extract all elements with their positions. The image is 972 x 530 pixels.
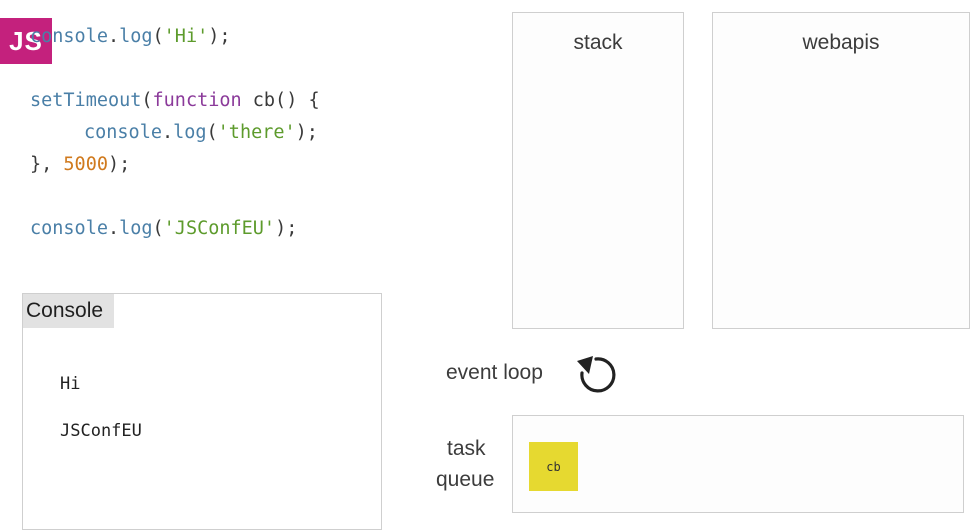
code-line-2: setTimeout(function cb() { (30, 90, 320, 111)
event-loop-label: event loop (446, 361, 543, 384)
code-token-object: console (84, 122, 162, 143)
code-token-keyword: function (152, 90, 242, 111)
task-queue-item: cb (529, 442, 578, 491)
task-queue-panel (512, 415, 964, 513)
stack-title: stack (573, 31, 623, 54)
code-token-method: log (119, 218, 153, 239)
code-line-5: console.log('JSConfEU'); (30, 218, 297, 239)
code-token-object: console (30, 26, 108, 47)
code-token-dot: . (161, 122, 174, 143)
code-token-brace: }, (30, 154, 64, 175)
js-logo-badge: JS (0, 18, 52, 64)
code-token-object: console (30, 218, 108, 239)
circular-arrow-icon (577, 356, 616, 393)
code-line-3: console.log('there'); (84, 122, 318, 143)
code-token-close: ); (275, 218, 298, 239)
code-token-paren: ( (152, 26, 164, 47)
code-token-paren: ( (152, 218, 164, 239)
stack-panel: stack (512, 12, 684, 329)
code-token-paren: ( (206, 122, 218, 143)
code-line-4: }, 5000); (30, 154, 130, 175)
code-token-dot: . (107, 26, 120, 47)
code-token-string: 'JSConfEU' (163, 218, 276, 239)
task-queue-label-line2: queue (436, 468, 495, 491)
code-token-paren: ( (141, 90, 153, 111)
code-line-1: console.log('Hi'); (30, 26, 231, 47)
code-token-settimeout: setTimeout (30, 90, 142, 111)
code-token-close: ); (295, 122, 318, 143)
code-token-string: 'Hi' (163, 26, 209, 47)
console-output-line: JSConfEU (60, 421, 142, 441)
webapis-title: webapis (802, 31, 880, 54)
code-token-string: 'there' (217, 122, 296, 143)
console-title: Console (23, 294, 114, 328)
code-token-method: log (119, 26, 153, 47)
code-token-close: ); (208, 26, 231, 47)
code-token-number: 5000 (63, 154, 108, 175)
console-panel: Console Hi JSConfEU (22, 293, 382, 530)
code-token-function-name: cb() { (241, 90, 320, 111)
webapis-panel: webapis (712, 12, 970, 329)
code-token-close: ); (107, 154, 131, 175)
code-token-method: log (173, 122, 207, 143)
console-output-line: Hi (60, 374, 81, 394)
task-queue-label-line1: task (447, 437, 486, 460)
code-token-dot: . (107, 218, 120, 239)
